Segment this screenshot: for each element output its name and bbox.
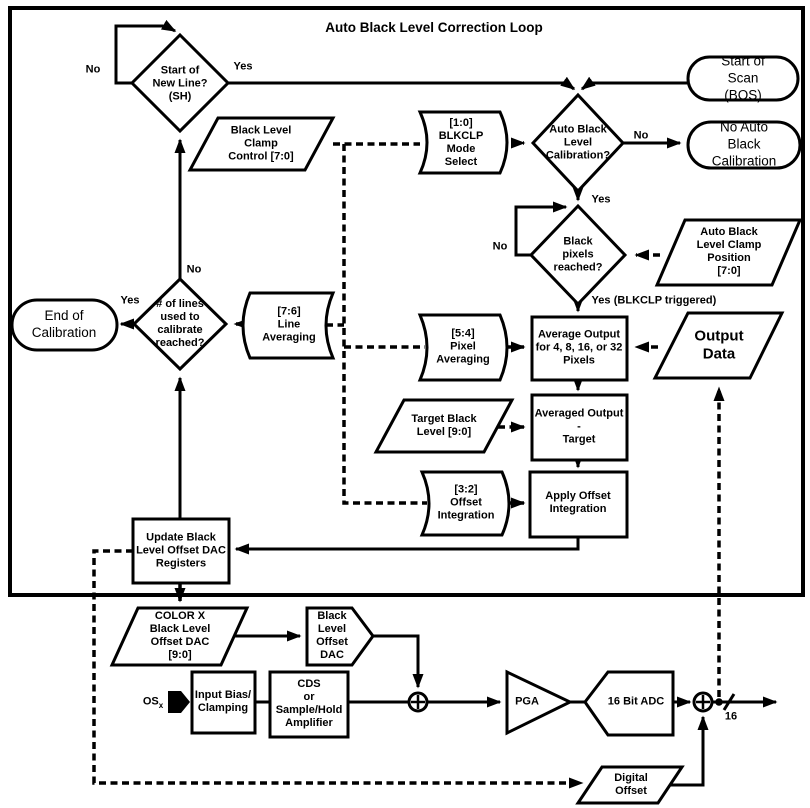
- edge-apply-to-update: [234, 537, 580, 555]
- data-color-x-offset-dac: [109, 606, 250, 667]
- stored-line-averaging: [241, 291, 336, 360]
- solid-connectors: [114, 19, 778, 787]
- label-pga: PGA: [515, 695, 539, 708]
- label-clamp-control: Black Level Clamp Control [7:0]: [228, 124, 294, 163]
- label-update-dac: Update Black Level Offset DAC Registers: [136, 531, 226, 570]
- label-cds: CDS or Sample/Hold Amplifier: [275, 678, 343, 729]
- dashed-connectors: [92, 137, 725, 789]
- process-update-dac-registers: [131, 517, 231, 585]
- label-black-pixels: Black pixels reached?: [553, 235, 603, 274]
- label-digital-offset: Digital Offset: [614, 772, 648, 797]
- block-input-bias-clamping: [190, 670, 257, 735]
- summing-plus-signs: [411, 695, 710, 709]
- process-average-output: [530, 315, 629, 382]
- edge-pixels-no-loop: [514, 201, 568, 257]
- label-no-auto-black: No Auto Black Calibration: [711, 119, 777, 169]
- stored-blkclp-mode-select: [417, 110, 509, 175]
- process-apply-offset-integration: [528, 470, 629, 539]
- bus-junction-dot: [715, 698, 723, 706]
- edge-register-bus: [342, 144, 427, 505]
- data-digital-offset: [575, 765, 685, 805]
- label-average-output: Average Output for 4, 8, 16, or 32 Pixel…: [535, 328, 623, 367]
- label-start-of-new-line: Start of New Line? (SH): [152, 64, 208, 103]
- data-target-black-level: [373, 398, 515, 454]
- block-16bit-adc: [583, 670, 675, 737]
- data-black-level-clamp-control: [187, 116, 336, 172]
- edge-snl-no-loop: [114, 19, 177, 85]
- edge-bos-in: [580, 76, 688, 91]
- label-target-black-level: Target Black Level [9:0]: [411, 413, 477, 438]
- edge-label-lines-no: No: [186, 263, 202, 276]
- label-end-calibration: End of Calibration: [31, 308, 97, 340]
- os-input-arrow-icon: [168, 691, 190, 713]
- label-auto-black-cal: Auto Black Level Calibration?: [545, 123, 611, 162]
- block-black-level-offset-dac: [305, 606, 375, 667]
- label-clamp-position: Auto Black Level Clamp Position [7:0]: [696, 226, 762, 277]
- os-subscript: x: [158, 700, 164, 710]
- process-averaged-minus-target: [530, 393, 629, 462]
- edge-label-lines-yes: Yes: [120, 294, 140, 307]
- stored-offset-integration: [419, 470, 511, 537]
- os-text: OS: [142, 695, 159, 708]
- edge-label-cal-yes: Yes: [591, 193, 611, 206]
- label-apply-offset: Apply Offset Integration: [545, 490, 611, 515]
- label-os-input: OSx: [143, 696, 163, 711]
- terminator-end-of-calibration: [10, 298, 119, 352]
- label-offset-integration: [3:2] Offset Integration: [437, 483, 495, 522]
- label-bus-width: 16: [724, 710, 738, 723]
- block-cds-sample-hold: [268, 670, 350, 739]
- nodes: [10, 32, 803, 805]
- edge-digoff-to-sum2: [670, 715, 709, 787]
- label-input-bias: Input Bias/ Clamping: [194, 689, 252, 714]
- block-pga-amplifier: [505, 669, 574, 736]
- decision-start-of-new-line: [129, 32, 231, 134]
- page-title: Auto Black Level Correction Loop: [325, 20, 543, 36]
- edge-label-pixels-yes: Yes: [591, 294, 611, 307]
- label-pixel-averaging: [5:4] Pixel Averaging: [436, 327, 490, 366]
- decision-lines-reached: [131, 276, 229, 372]
- label-blkclp-mode: [1:0] BLKCLP Mode Select: [438, 117, 484, 168]
- label-line-averaging: [7:6] Line Averaging: [262, 305, 316, 344]
- label-lines-reached: # of lines used to calibrate reached?: [155, 298, 205, 349]
- decision-auto-black-level-calibration: [530, 92, 626, 194]
- stored-pixel-averaging: [417, 313, 509, 382]
- decision-black-pixels-reached: [528, 203, 628, 307]
- edge-label-cal-no: No: [633, 129, 649, 142]
- edge-snl-yes: [228, 76, 576, 91]
- edge-dac-to-sum1: [373, 634, 424, 689]
- edge-label-snl-no: No: [85, 63, 101, 76]
- data-output-data: [652, 311, 785, 380]
- label-color-x-dac: COLOR X Black Level Offset DAC [9:0]: [149, 610, 211, 661]
- label-adc: 16 Bit ADC: [607, 695, 665, 708]
- plus-icon: [696, 695, 710, 709]
- label-start-of-scan: Start of Scan (BOS): [721, 53, 765, 103]
- edge-label-snl-yes: Yes: [233, 60, 253, 73]
- label-output-data: Output Data: [694, 327, 744, 362]
- label-averaged-minus-target: Averaged Output - Target: [534, 407, 624, 446]
- edge-label-pixels-no: No: [492, 240, 508, 253]
- terminator-no-auto-black-calibration: [686, 120, 802, 170]
- loop-frame: [8, 6, 805, 597]
- data-auto-black-level-clamp-position: [654, 218, 803, 287]
- edge-label-blkclp-triggered: (BLKCLP triggered): [613, 294, 717, 307]
- label-black-level-offset-dac: Black Level Offset DAC: [316, 610, 348, 661]
- bus-width-slash: [722, 693, 736, 711]
- plus-icon: [411, 695, 425, 709]
- terminator-start-of-scan: [686, 55, 800, 102]
- edge-update-to-digoff: [92, 549, 584, 789]
